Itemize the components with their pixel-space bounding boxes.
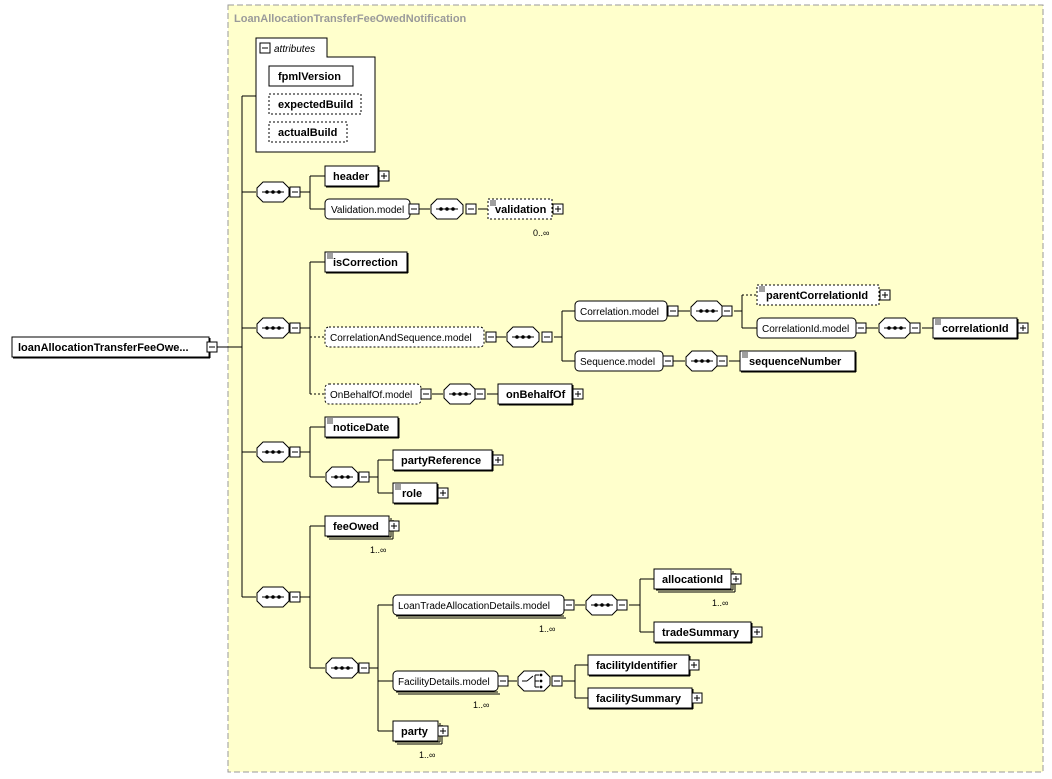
attributes-title: attributes <box>274 44 315 55</box>
group-correlation-and-sequence-model[interactable]: CorrelationAndSequence.model <box>324 326 497 348</box>
sequence-compositor[interactable] <box>325 657 370 679</box>
svg-text:CorrelationId.model: CorrelationId.model <box>762 324 849 335</box>
sequence-compositor[interactable] <box>325 466 370 488</box>
svg-text:Validation.model: Validation.model <box>331 205 404 216</box>
sequence-compositor[interactable] <box>256 441 301 463</box>
svg-text:Sequence.model: Sequence.model <box>580 357 655 368</box>
cardinality: 0..∞ <box>533 228 549 238</box>
element-header[interactable]: header <box>324 165 390 188</box>
element-role[interactable]: role <box>392 482 449 505</box>
element-allocation-id[interactable]: allocationId 1..∞ <box>653 568 742 608</box>
svg-text:FacilityDetails.model: FacilityDetails.model <box>398 677 490 688</box>
element-validation[interactable]: validation 0..∞ <box>487 198 564 238</box>
sequence-compositor[interactable] <box>690 300 733 322</box>
svg-text:correlationId: correlationId <box>942 323 1009 335</box>
svg-text:sequenceNumber: sequenceNumber <box>749 356 842 368</box>
group-facility-details-model[interactable]: FacilityDetails.model 1..∞ <box>392 670 509 710</box>
root-element-label: loanAllocationTransferFeeOwe... <box>18 342 189 354</box>
group-sequence-model[interactable]: Sequence.model <box>574 350 674 372</box>
svg-text:tradeSummary: tradeSummary <box>662 627 740 639</box>
svg-text:actualBuild: actualBuild <box>278 127 337 139</box>
sequence-compositor[interactable] <box>430 198 477 220</box>
svg-text:feeOwed: feeOwed <box>333 521 379 533</box>
cardinality: 1..∞ <box>539 624 555 634</box>
svg-text:isCorrection: isCorrection <box>333 257 398 269</box>
element-facility-identifier[interactable]: facilityIdentifier <box>587 654 700 677</box>
svg-text:validation: validation <box>495 204 547 216</box>
attribute-expected-build[interactable]: expectedBuild <box>268 93 362 115</box>
sequence-compositor[interactable] <box>256 181 301 203</box>
element-on-behalf-of[interactable]: onBehalfOf <box>497 383 584 406</box>
svg-text:partyReference: partyReference <box>401 455 481 467</box>
element-trade-summary[interactable]: tradeSummary <box>653 621 763 644</box>
svg-text:expectedBuild: expectedBuild <box>278 99 353 111</box>
group-loan-trade-allocation-details-model[interactable]: LoanTradeAllocationDetails.model 1..∞ <box>392 594 575 634</box>
cardinality: 1..∞ <box>473 700 489 710</box>
sequence-compositor[interactable] <box>878 317 921 339</box>
group-validation-model[interactable]: Validation.model <box>324 198 420 220</box>
group-correlation-id-model[interactable]: CorrelationId.model <box>756 317 867 339</box>
svg-text:noticeDate: noticeDate <box>333 422 389 434</box>
svg-text:CorrelationAndSequence.model: CorrelationAndSequence.model <box>330 333 472 344</box>
sequence-compositor[interactable] <box>506 326 553 348</box>
sequence-compositor[interactable] <box>585 594 628 616</box>
cardinality: 1..∞ <box>712 598 728 608</box>
root-element[interactable]: loanAllocationTransferFeeOwe... <box>11 336 218 359</box>
svg-text:Correlation.model: Correlation.model <box>580 307 659 318</box>
svg-text:onBehalfOf: onBehalfOf <box>506 389 566 401</box>
sequence-compositor[interactable] <box>256 317 301 339</box>
cardinality: 1..∞ <box>370 545 386 555</box>
group-on-behalf-of-model[interactable]: OnBehalfOf.model <box>324 383 432 405</box>
svg-text:fpmlVersion: fpmlVersion <box>278 71 341 83</box>
attributes-group[interactable]: attributes fpmlVersion expectedBuild act… <box>255 37 376 153</box>
svg-text:OnBehalfOf.model: OnBehalfOf.model <box>330 390 412 401</box>
sequence-compositor[interactable] <box>256 586 301 608</box>
cardinality: 1..∞ <box>419 750 435 760</box>
attribute-actual-build[interactable]: actualBuild <box>268 121 348 143</box>
element-party[interactable]: party 1..∞ <box>392 720 449 760</box>
svg-text:parentCorrelationId: parentCorrelationId <box>766 290 868 302</box>
svg-text:facilitySummary: facilitySummary <box>596 693 682 705</box>
element-party-reference[interactable]: partyReference <box>392 449 504 472</box>
element-correlation-id[interactable]: correlationId <box>932 317 1029 340</box>
svg-text:party: party <box>401 726 429 738</box>
connector-lines <box>217 95 933 732</box>
element-facility-summary[interactable]: facilitySummary <box>587 687 703 710</box>
svg-text:allocationId: allocationId <box>662 574 723 586</box>
sequence-compositor[interactable] <box>685 350 728 372</box>
element-is-correction[interactable]: isCorrection <box>324 251 409 274</box>
svg-text:LoanTradeAllocationDetails.mod: LoanTradeAllocationDetails.model <box>398 601 550 612</box>
group-correlation-model[interactable]: Correlation.model <box>574 300 679 322</box>
element-fee-owed[interactable]: feeOwed 1..∞ <box>324 515 400 555</box>
panel-title: LoanAllocationTransferFeeOwedNotificatio… <box>234 13 467 25</box>
element-notice-date[interactable]: noticeDate <box>324 416 400 439</box>
svg-text:facilityIdentifier: facilityIdentifier <box>596 660 678 672</box>
element-parent-correlation-id[interactable]: parentCorrelationId <box>756 284 891 306</box>
element-sequence-number[interactable]: sequenceNumber <box>739 350 857 373</box>
attribute-fpml-version[interactable]: fpmlVersion <box>268 65 354 87</box>
choice-compositor[interactable] <box>517 670 563 692</box>
svg-text:header: header <box>333 171 370 183</box>
sequence-compositor[interactable] <box>443 383 486 405</box>
svg-text:role: role <box>402 488 422 500</box>
